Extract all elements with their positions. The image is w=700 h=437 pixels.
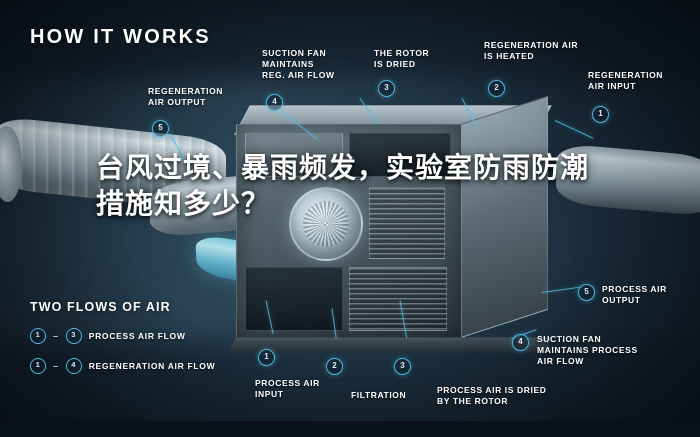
callout-badge-5-bottom: 5 (578, 284, 595, 301)
callout-label-rotor-dried: THE ROTOR IS DRIED (374, 48, 430, 69)
callout-badge-1-top: 1 (592, 106, 609, 123)
callout-label-suction-fan-reg: SUCTION FAN MAINTAINS REG. AIR FLOW (262, 48, 335, 80)
grille-lower-right (349, 267, 447, 331)
callout-label-filtration: FILTRATION (351, 390, 407, 400)
page-title: HOW IT WORKS (30, 26, 211, 48)
panel-upper-right (349, 133, 451, 177)
dehumidifier-machine (227, 95, 562, 366)
callout-badge-3-top: 3 (378, 80, 395, 97)
overlay-headline: 台风过境、暴雨频发，实验室防雨防潮措施知多少？ (96, 151, 590, 220)
callout-badge-2-bottom: 2 (326, 358, 343, 375)
desiccant-rotor (289, 187, 363, 261)
legend-badge-1-regeneration: 1 (30, 358, 46, 374)
legend-label-process-air-flow: PROCESS AIR FLOW (88, 331, 186, 341)
callout-label-regeneration-air-input: REGENERATION AIR INPUT (588, 70, 664, 91)
legend-dash-process: – (53, 331, 59, 341)
legend-badge-3-process: 3 (65, 328, 82, 344)
callout-label-process-air-dried: PROCESS AIR IS DRIED BY THE ROTOR (437, 385, 547, 406)
callout-label-process-air-output: PROCESS AIR OUTPUT (602, 284, 667, 305)
legend-dash-regeneration: – (53, 361, 59, 371)
callout-badge-4-bottom: 4 (512, 334, 529, 351)
legend-row-regeneration-air-flow: 1 – 4 REGENERATION AIR FLOW (30, 358, 215, 374)
callout-label-regeneration-air-output: REGENERATION AIR OUTPUT (148, 86, 224, 107)
machine-front-face (236, 124, 462, 340)
grille-right (369, 187, 445, 259)
panel-lower-left (245, 267, 343, 331)
bottom-bar (0, 421, 700, 437)
callout-badge-2-top: 2 (488, 80, 505, 97)
panel-upper-left (245, 133, 343, 177)
callout-badge-4-top: 4 (266, 94, 283, 111)
legend-badge-1-process: 1 (30, 328, 46, 344)
machine-base (227, 337, 553, 353)
legend-row-process-air-flow: 1 – 3 PROCESS AIR FLOW (30, 328, 186, 344)
callout-badge-1-bottom: 1 (258, 349, 275, 366)
legend-title: TWO FLOWS OF AIR (30, 300, 171, 314)
callout-badge-3-bottom: 3 (394, 358, 411, 375)
legend-label-regeneration-air-flow: REGENERATION AIR FLOW (88, 361, 216, 371)
legend-badge-4-regeneration: 4 (65, 358, 82, 374)
callout-label-regeneration-air-heated: REGENERATION AIR IS HEATED (484, 40, 579, 61)
callout-badge-5-top: 5 (152, 120, 169, 137)
callout-label-process-air-input: PROCESS AIR INPUT (255, 378, 320, 399)
callout-label-suction-fan-process: SUCTION FAN MAINTAINS PROCESS AIR FLOW (537, 334, 638, 366)
